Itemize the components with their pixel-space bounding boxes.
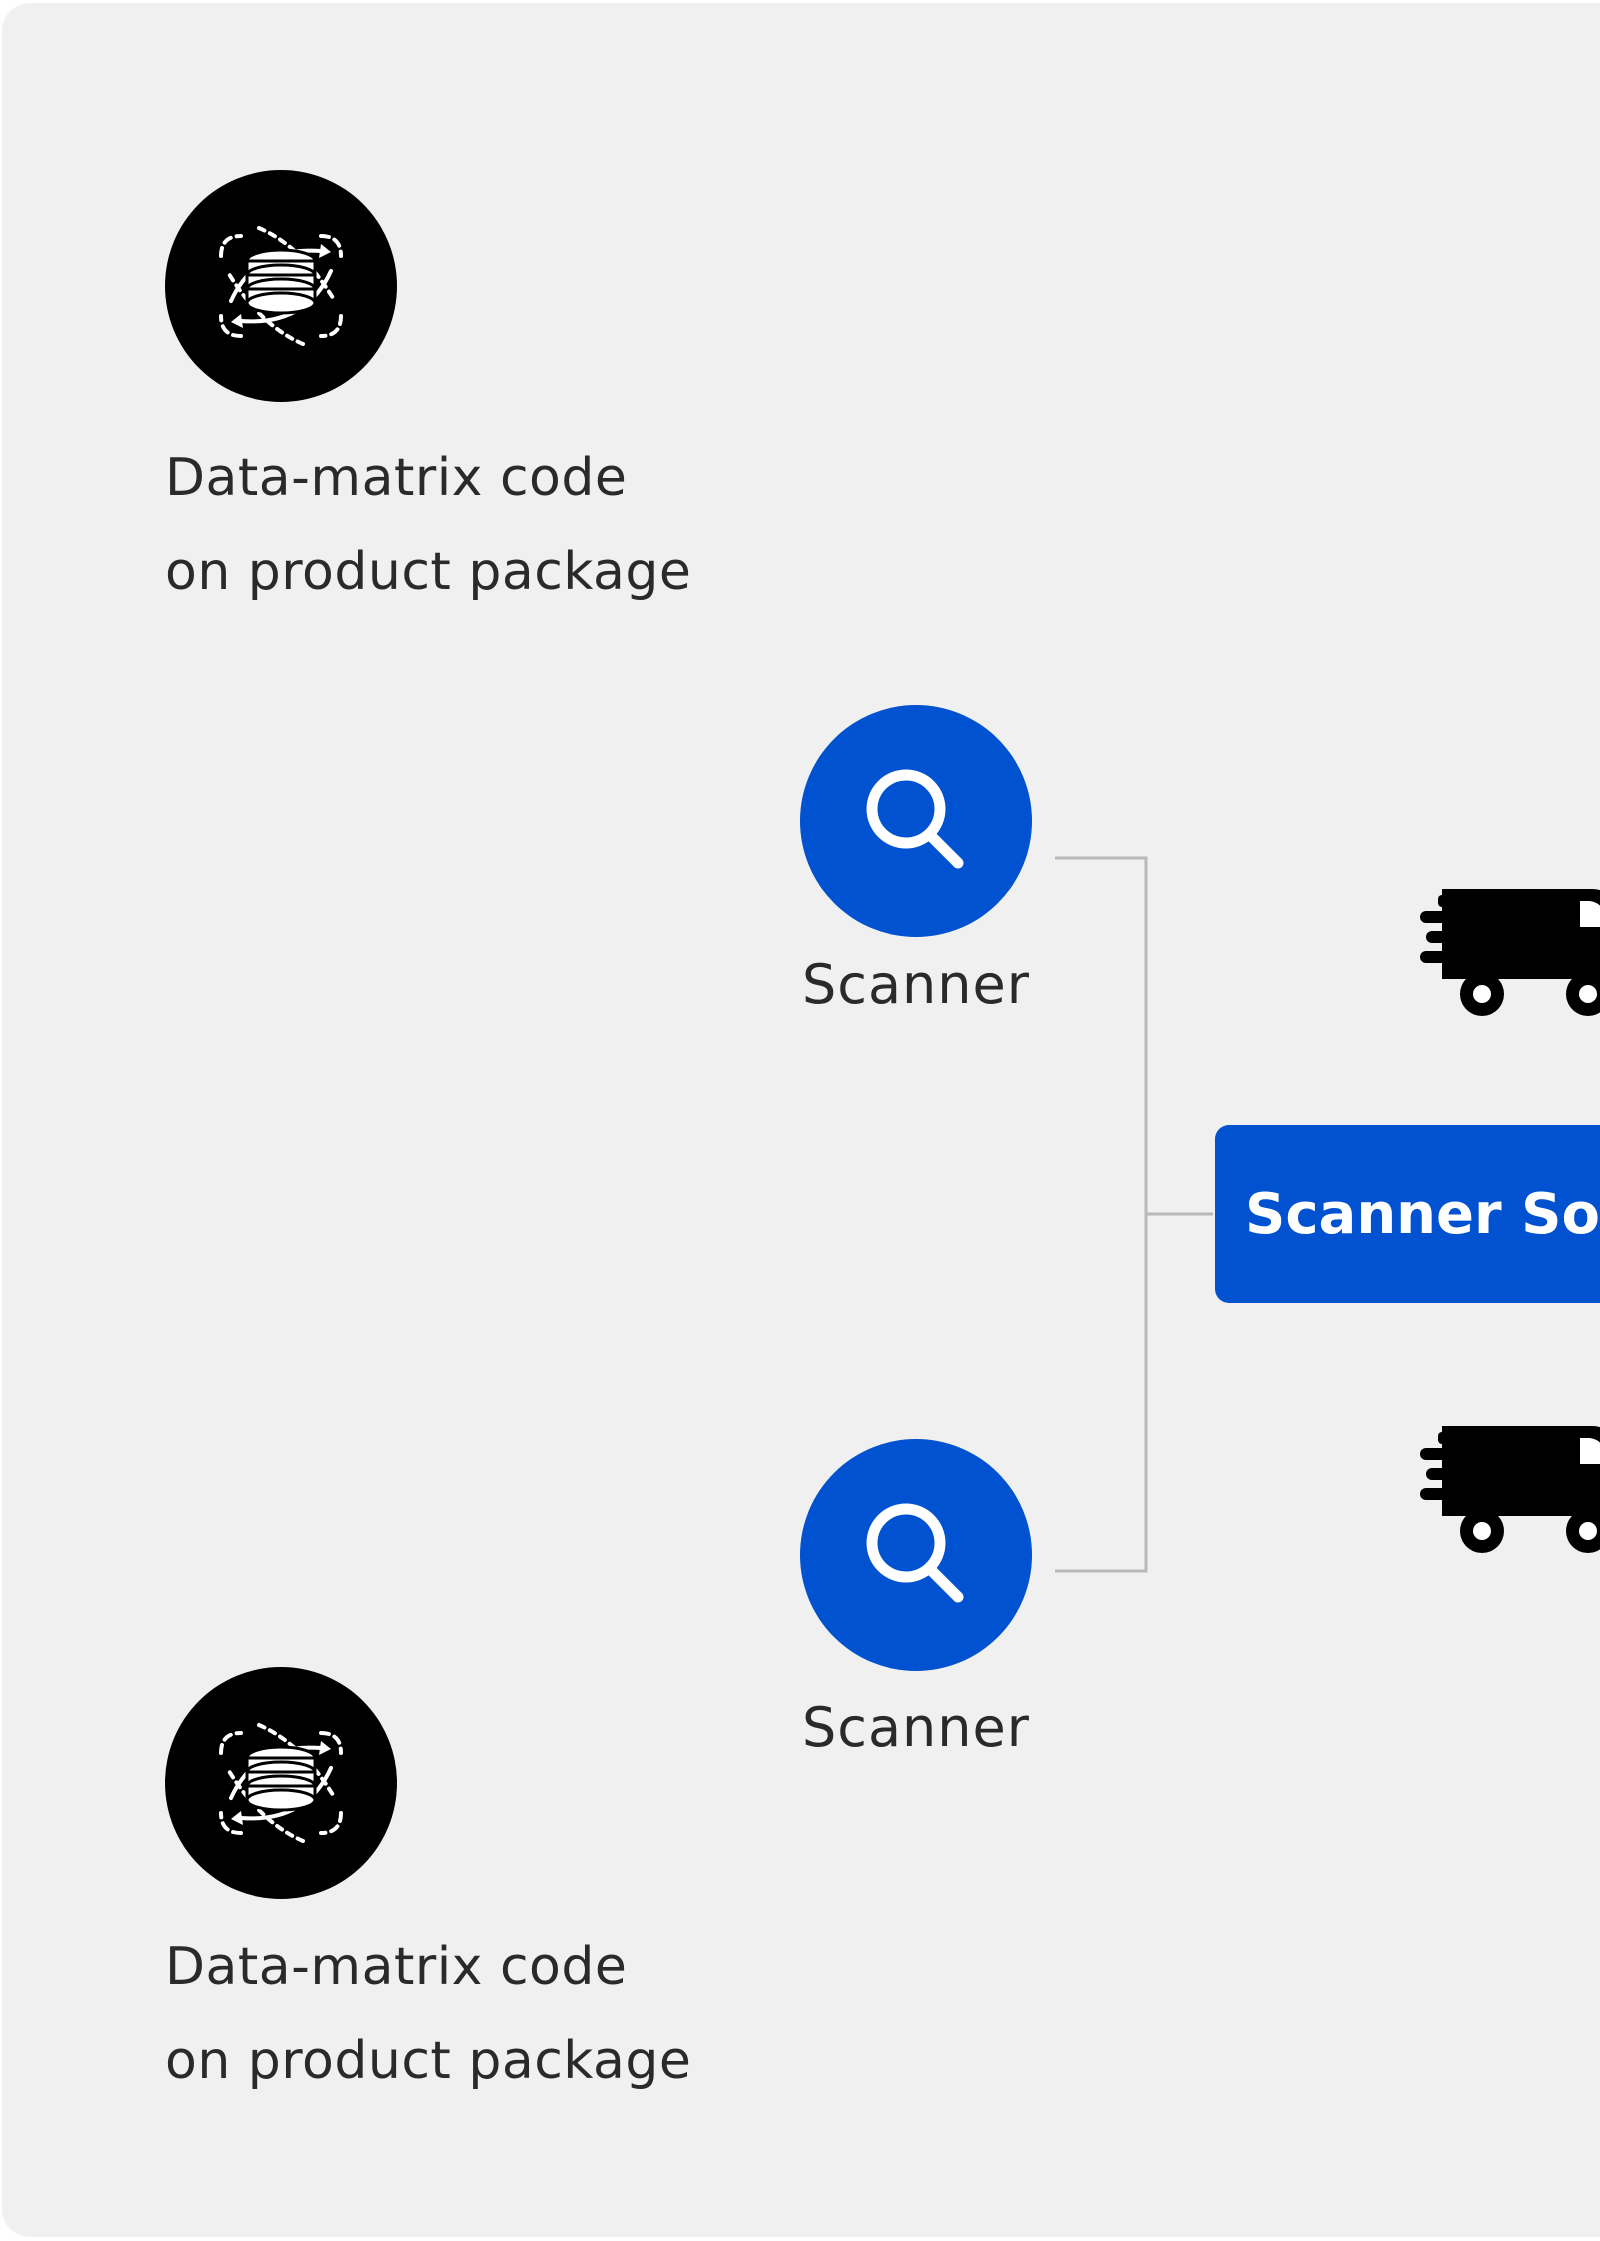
- delivery-truck-icon: [1420, 889, 1600, 1016]
- scanner-software-box: Scanner So: [1215, 1125, 1600, 1303]
- delivery-truck-icon: [1420, 1426, 1600, 1553]
- magnifier-icon: [800, 1439, 1032, 1671]
- database-sync-icon: [165, 170, 397, 402]
- source-label-top: Data-matrix code on product package: [165, 448, 692, 602]
- magnifier-icon: [800, 705, 1032, 937]
- source-label-bottom: Data-matrix code on product package: [165, 1937, 692, 2091]
- connector-scanner-top: [1055, 856, 1148, 1214]
- database-sync-icon: [165, 1667, 397, 1899]
- scanner-software-label: Scanner So: [1245, 1181, 1600, 1247]
- scanner-label-bottom: Scanner: [802, 1696, 1030, 1759]
- connector-lines: [1055, 856, 1213, 1573]
- diagram-panel: Data-matrix code on product package: [2, 3, 1600, 2237]
- connector-scanner-bottom: [1055, 1214, 1148, 1573]
- scanner-label-top: Scanner: [802, 953, 1030, 1016]
